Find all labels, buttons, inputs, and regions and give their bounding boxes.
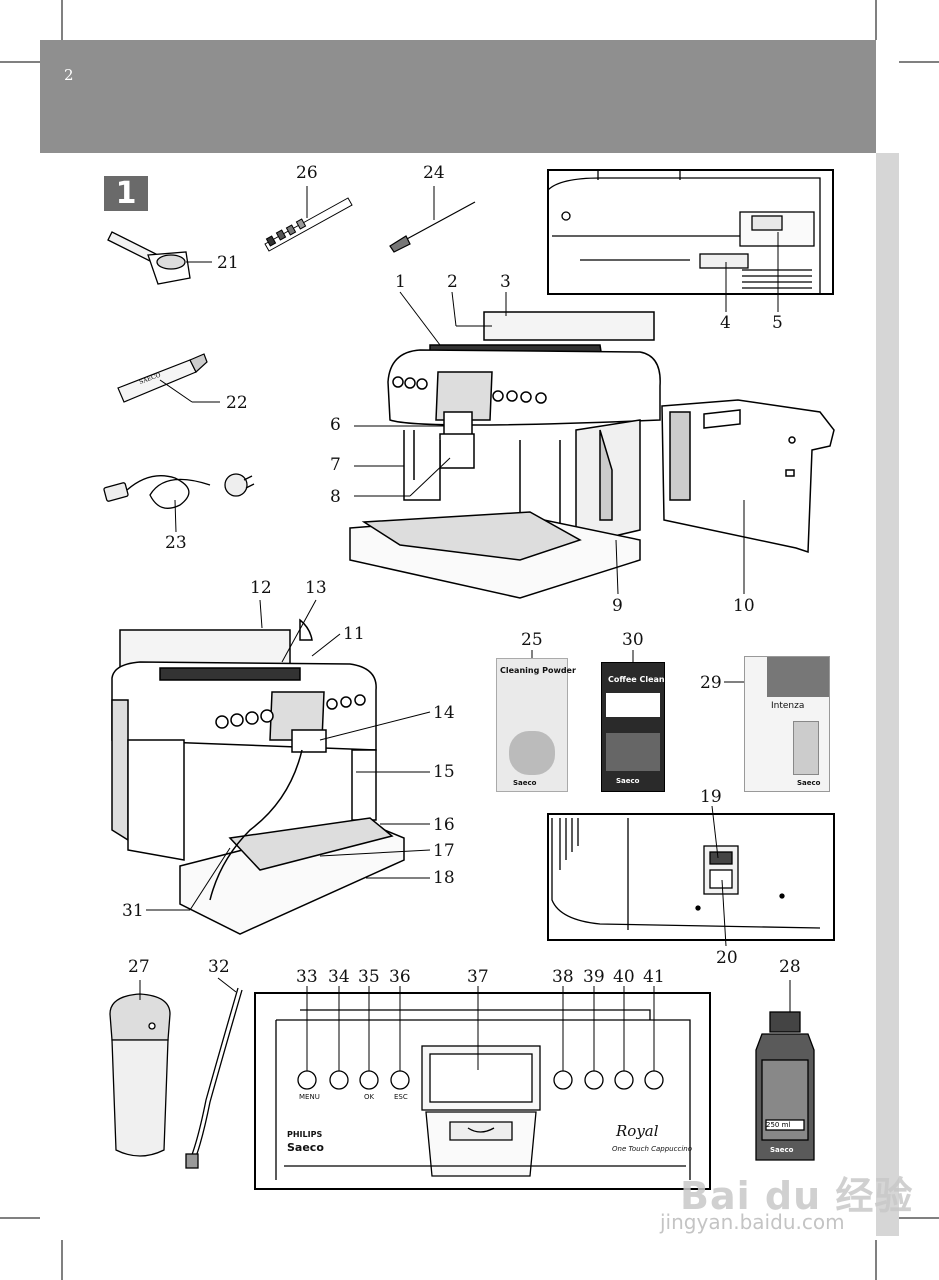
callout-39: 39 xyxy=(583,967,605,987)
callout-13: 13 xyxy=(305,578,327,598)
detail-box-control-panel xyxy=(254,992,711,1190)
callout-27: 27 xyxy=(128,957,150,977)
esc-label: ESC xyxy=(394,1093,408,1101)
product-photo xyxy=(606,693,660,717)
callout-33: 33 xyxy=(296,967,318,987)
coffee-clean-brand: Saeco xyxy=(616,777,640,785)
product-photo xyxy=(509,731,555,775)
callout-15: 15 xyxy=(433,762,455,782)
philips-brand: PHILIPS xyxy=(287,1130,323,1139)
coffee-machine-side xyxy=(111,618,405,935)
milk-tube-icon xyxy=(185,987,243,1169)
grease-tube-icon: SAECO xyxy=(117,353,208,403)
cleaning-powder-brand: Saeco xyxy=(513,779,537,787)
product-photo xyxy=(767,657,829,697)
callout-29: 29 xyxy=(700,673,722,693)
callout-5: 5 xyxy=(772,313,783,333)
watermark-url: jingyan.baidu.com xyxy=(660,1210,845,1234)
callout-25: 25 xyxy=(521,630,543,650)
figure-number-badge: 1 xyxy=(104,176,148,211)
ok-label: OK xyxy=(364,1093,375,1101)
service-door xyxy=(661,399,835,554)
intenza-brand: Saeco xyxy=(797,779,821,787)
callout-24: 24 xyxy=(423,163,445,183)
callout-38: 38 xyxy=(552,967,574,987)
descaler-volume: 250 ml xyxy=(766,1121,791,1129)
callout-lines-side xyxy=(146,599,431,911)
cleaning-brush-icon xyxy=(389,201,476,253)
cleaning-powder-title: Cleaning Powder xyxy=(500,666,576,675)
callout-32: 32 xyxy=(208,957,230,977)
callout-35: 35 xyxy=(358,967,380,987)
callout-lines-panel xyxy=(306,986,655,1071)
callout-17: 17 xyxy=(433,841,455,861)
detail-box-top xyxy=(547,169,834,295)
page-header-band xyxy=(40,40,876,153)
callout-11: 11 xyxy=(343,624,365,644)
callout-2: 2 xyxy=(447,272,458,292)
descaler-bottle-icon xyxy=(755,1011,815,1161)
callout-3: 3 xyxy=(500,272,511,292)
detail-box-power xyxy=(547,813,835,941)
callout-10: 10 xyxy=(733,596,755,616)
product-photo xyxy=(606,733,660,771)
callout-20: 20 xyxy=(716,948,738,968)
callout-16: 16 xyxy=(433,815,455,835)
callout-40: 40 xyxy=(613,967,635,987)
power-cord-icon xyxy=(103,473,255,509)
side-tab-band xyxy=(876,153,899,1236)
callout-41: 41 xyxy=(643,967,665,987)
descaler-brand: Saeco xyxy=(770,1146,794,1154)
callout-19: 19 xyxy=(700,787,722,807)
model-subtitle: One Touch Cappuccino xyxy=(612,1145,692,1153)
intenza-filter-box: Intenza Saeco xyxy=(744,656,830,792)
callout-26: 26 xyxy=(296,163,318,183)
filter-cartridge xyxy=(793,721,819,775)
callout-7: 7 xyxy=(330,455,341,475)
coffee-clean-title: Coffee Clean xyxy=(608,675,665,684)
callout-4: 4 xyxy=(720,313,731,333)
callout-18: 18 xyxy=(433,868,455,888)
royal-logo: Royal xyxy=(616,1122,659,1140)
callout-28: 28 xyxy=(779,957,801,977)
callout-lines-main xyxy=(354,291,745,595)
scoop-icon xyxy=(107,231,191,285)
milk-carafe-icon xyxy=(109,993,171,1157)
intenza-title: Intenza xyxy=(771,701,805,711)
test-strip-icon xyxy=(264,197,353,252)
watermark-logo: Bai du 经验 xyxy=(680,1174,914,1218)
menu-label: MENU xyxy=(299,1093,320,1101)
callout-8: 8 xyxy=(330,487,341,507)
callout-12: 12 xyxy=(250,578,272,598)
callout-14: 14 xyxy=(433,703,455,723)
cleaning-powder-pack: Cleaning Powder Saeco xyxy=(496,658,576,792)
callout-36: 36 xyxy=(389,967,411,987)
coffee-machine-front xyxy=(349,311,661,599)
callout-34: 34 xyxy=(328,967,350,987)
saeco-brand: Saeco xyxy=(287,1141,324,1154)
coffee-clean-pack: Coffee Clean Saeco xyxy=(601,662,665,792)
callout-22: 22 xyxy=(226,393,248,413)
callout-21: 21 xyxy=(217,253,239,273)
page-number: 2 xyxy=(64,66,74,84)
callout-9: 9 xyxy=(612,596,623,616)
callout-23: 23 xyxy=(165,533,187,553)
callout-1: 1 xyxy=(395,272,406,292)
callout-6: 6 xyxy=(330,415,341,435)
callout-37: 37 xyxy=(467,967,489,987)
callout-31: 31 xyxy=(122,901,144,921)
callout-30: 30 xyxy=(622,630,644,650)
